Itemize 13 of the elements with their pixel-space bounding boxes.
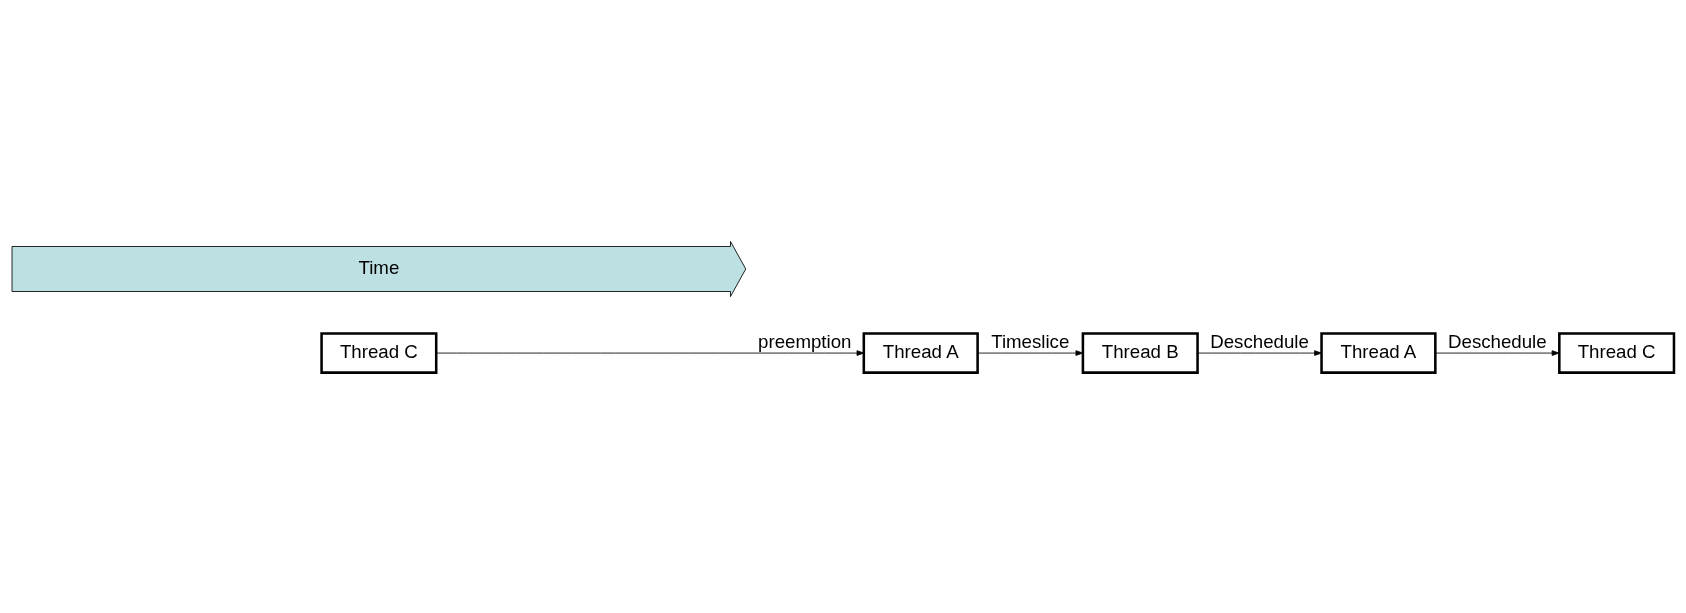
arrow [1197, 349, 1322, 356]
edge-label: Deschedule [1210, 330, 1309, 352]
arrow [1434, 349, 1560, 356]
edge-label: preemption [758, 330, 852, 352]
arrow [977, 349, 1084, 356]
node-box: Thread A [1320, 331, 1437, 374]
node-box: Thread C [320, 331, 438, 374]
node-box: Thread A [862, 331, 979, 374]
edge-label: Timeslice [991, 330, 1070, 352]
node-box: Thread C [1558, 331, 1676, 374]
node-box: Thread B [1081, 331, 1199, 374]
arrow [435, 349, 865, 356]
edge-label: Deschedule [1448, 330, 1547, 352]
